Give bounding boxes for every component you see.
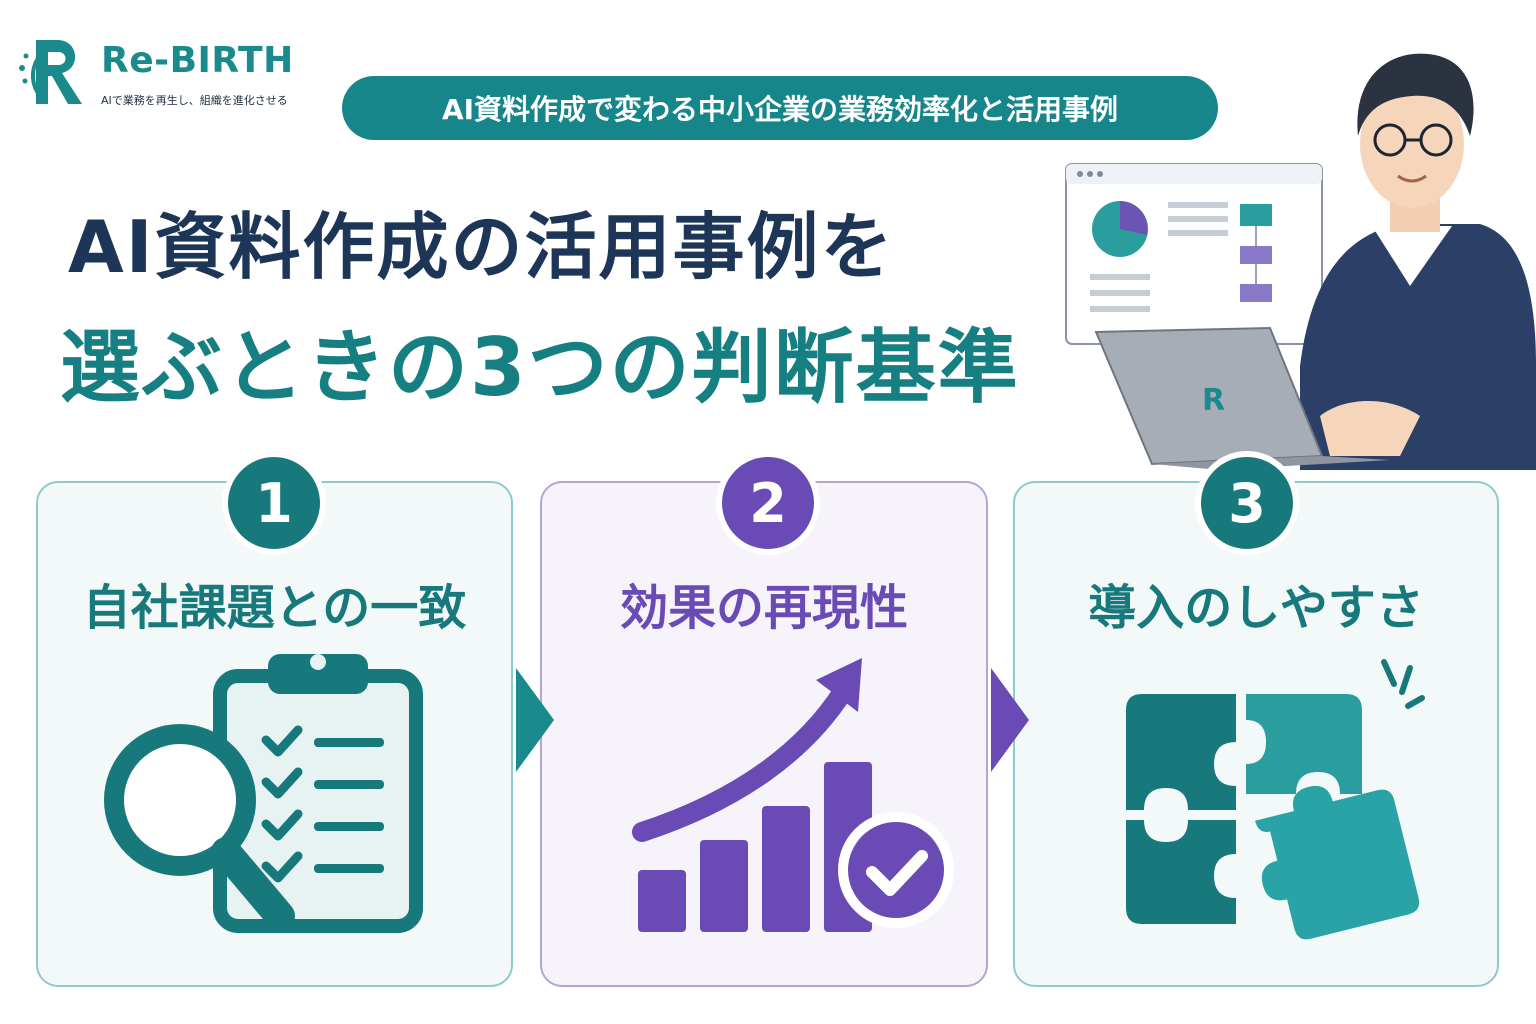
person-with-laptop-illustration: R [1065,53,1536,470]
svg-text:R: R [1202,383,1225,418]
pie-chart-icon [1092,201,1148,257]
criterion-number-badge-3: 3 [1195,451,1299,555]
subtitle-banner: AI資料作成で変わる中小企業の業務効率化と活用事例 [342,76,1218,140]
rebirth-logo-icon [19,40,82,104]
headline-line-2: 選ぶときの3つの判断基準 [60,321,1020,414]
dashboard-monitor-icon [1065,163,1323,345]
brand-name: Re-BIRTH [101,40,294,81]
growth-chart-check-icon [632,658,954,932]
chevron-right-icon [516,668,554,772]
brand-tagline: AIで業務を再生し、組織を進化させる [101,94,288,107]
criterion-title-2: 効果の再現性 [619,580,908,636]
flowchart-icon [1240,204,1272,302]
clipboard-magnifier-icon [104,654,423,933]
criterion-title-1: 自社課題との一致 [82,580,467,636]
criterion-number-badge-1: 1 [222,451,326,555]
puzzle-icon [1126,659,1425,940]
chevron-right-icon [991,668,1029,772]
criterion-title-3: 導入のしやすさ [1088,580,1424,636]
headline-line-1: AI資料作成の活用事例を [68,205,895,289]
criterion-number-badge-2: 2 [716,451,820,555]
